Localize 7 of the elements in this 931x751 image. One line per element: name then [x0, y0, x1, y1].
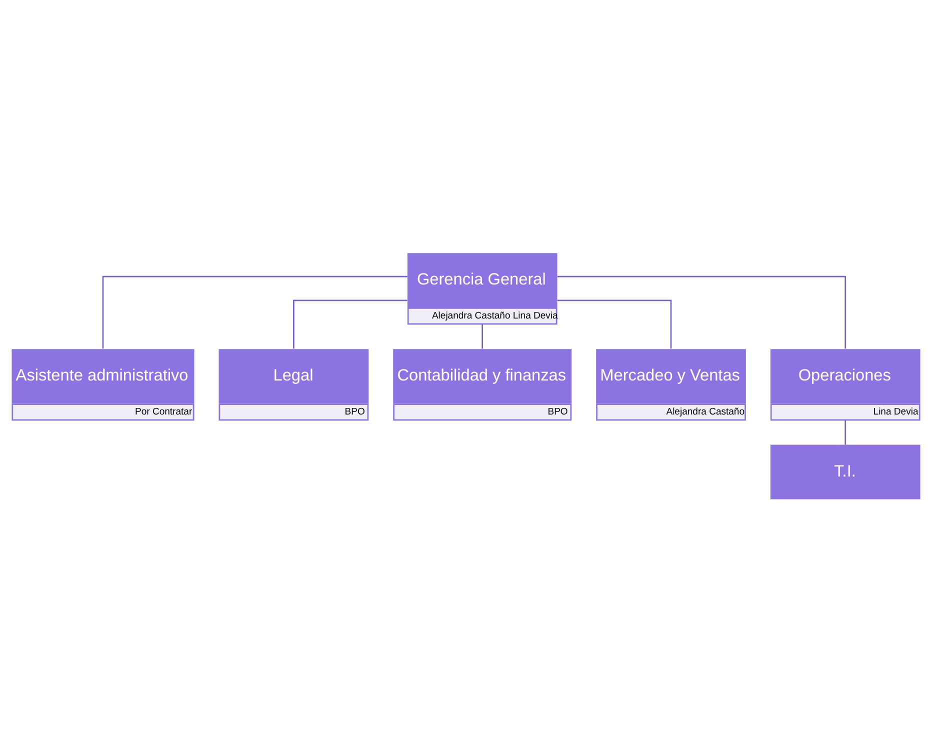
connector: [292, 299, 407, 348]
connector: [102, 275, 407, 348]
connector: [844, 420, 846, 444]
connector: [556, 275, 846, 348]
connector: [556, 299, 672, 348]
node-box: T.I.: [770, 444, 920, 499]
connector: [481, 324, 483, 348]
